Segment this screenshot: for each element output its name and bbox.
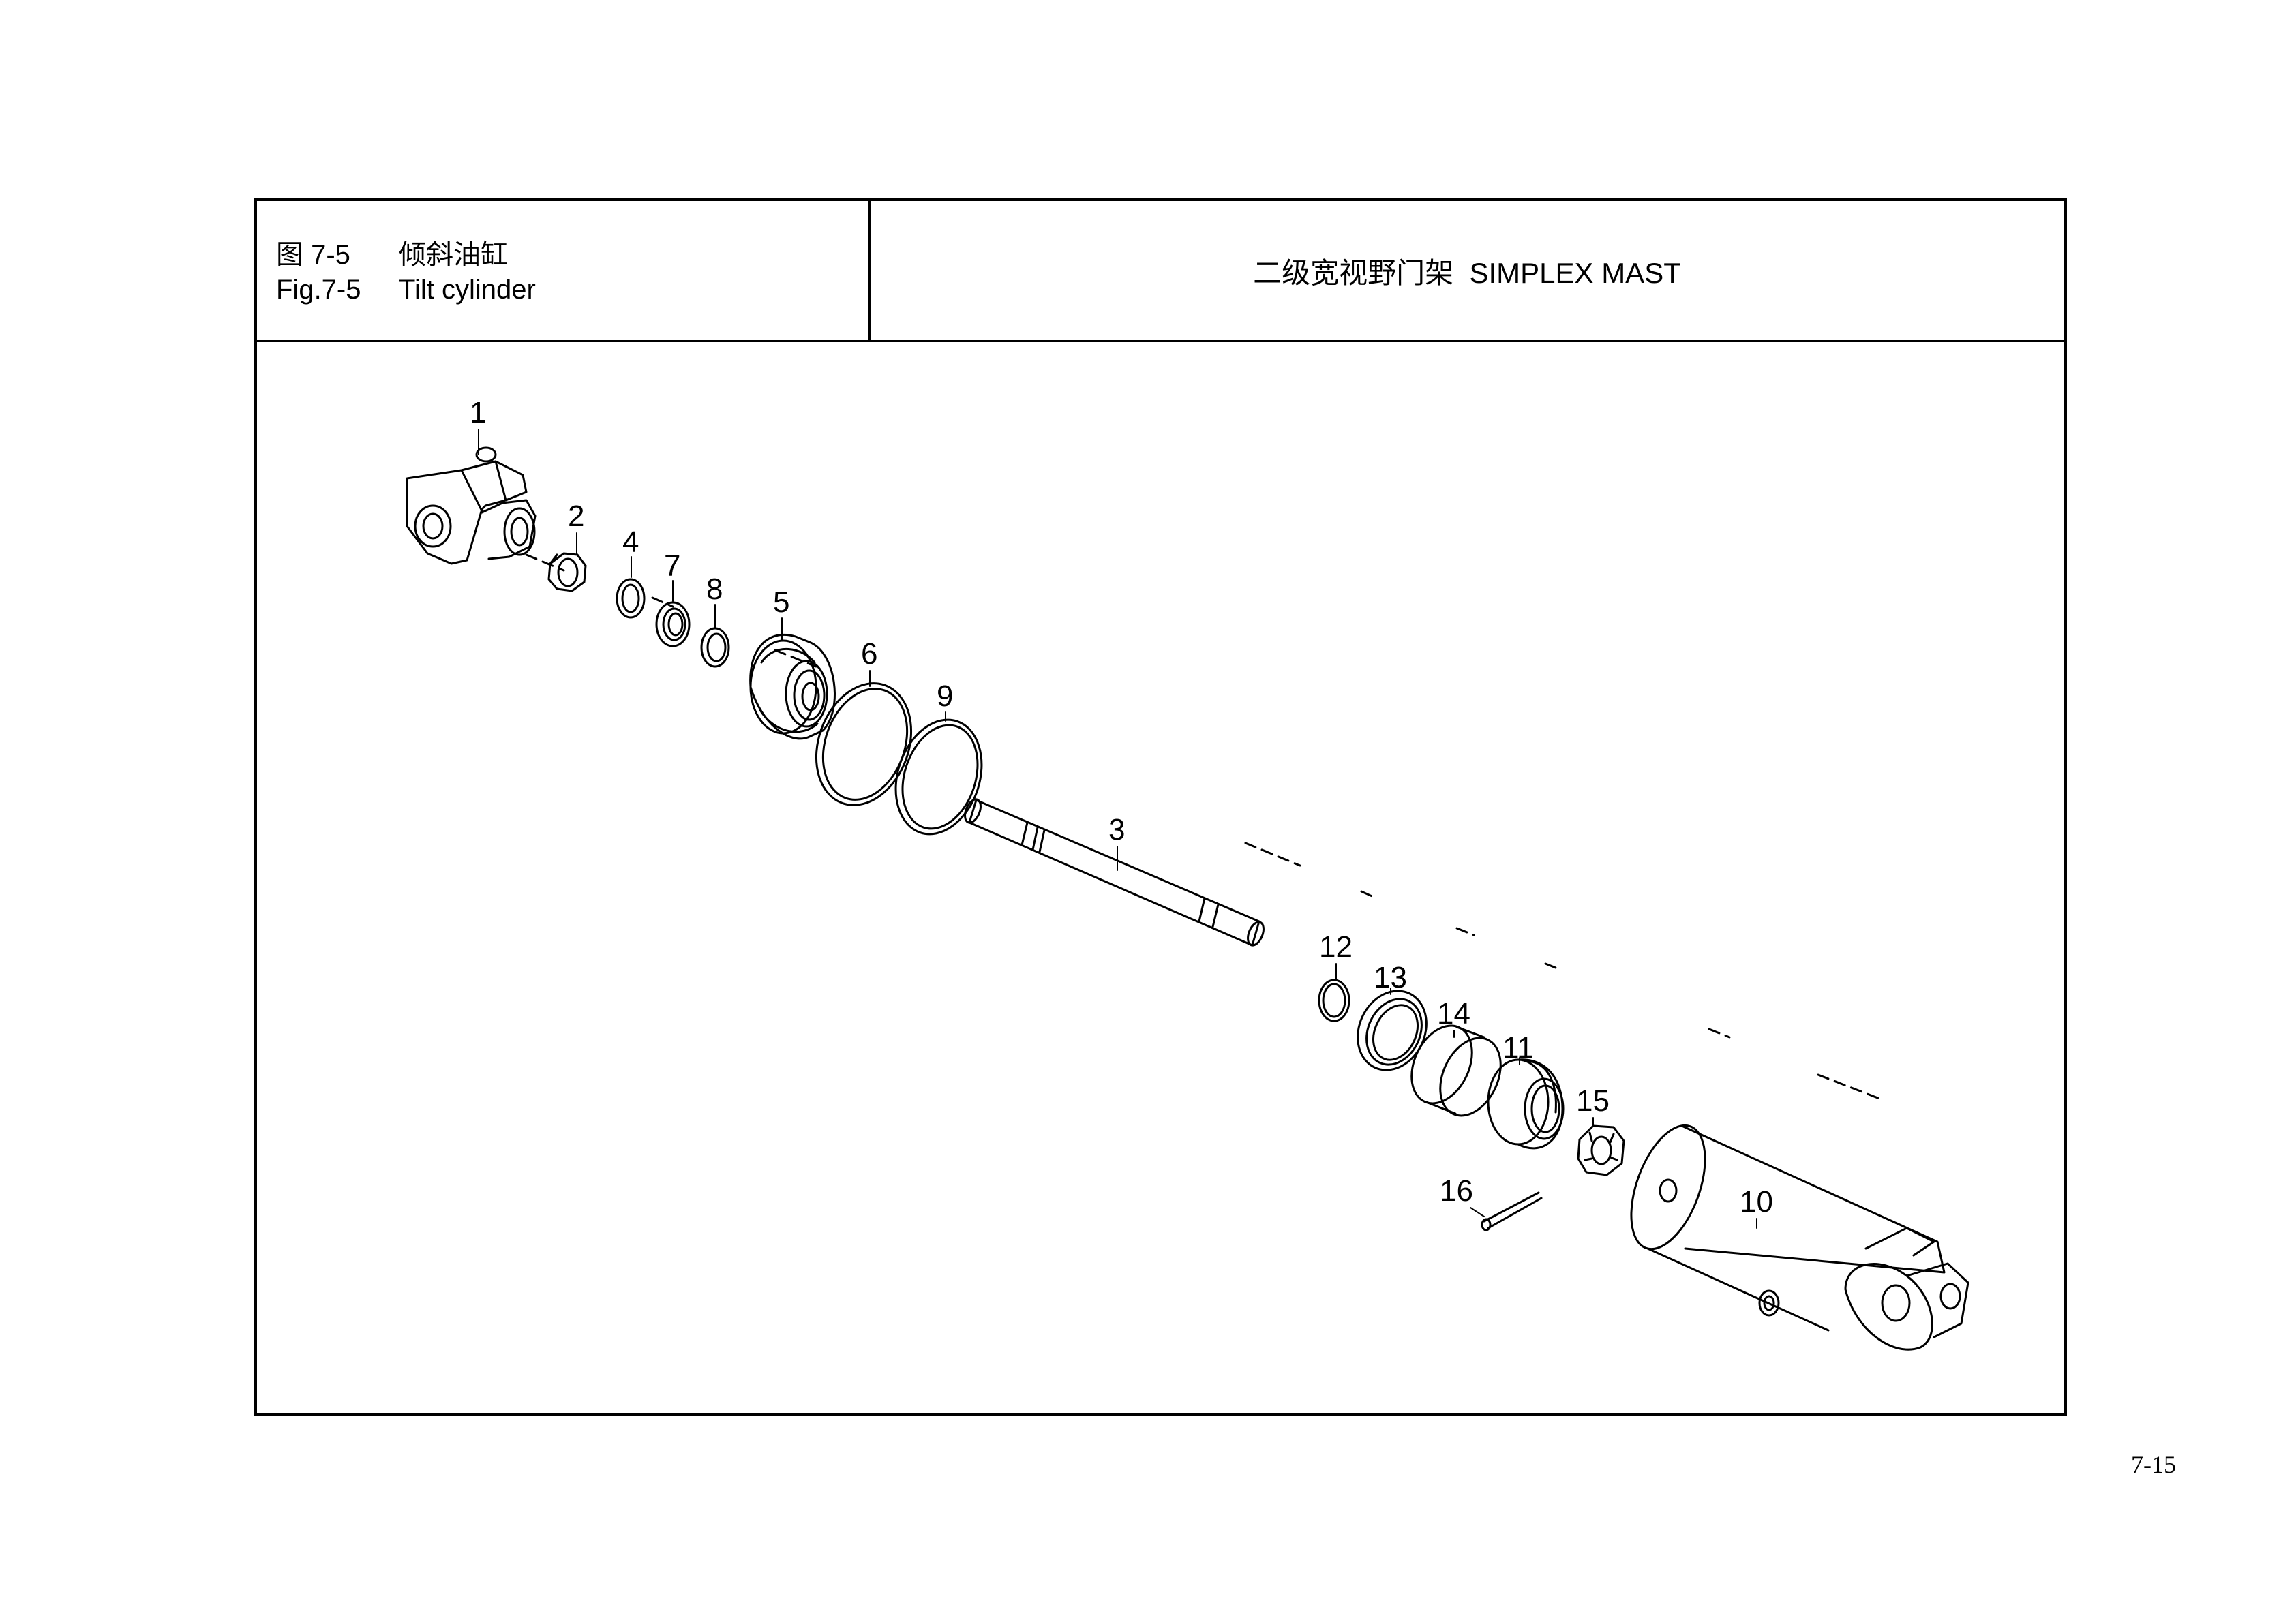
part-8-o-ring (700, 627, 730, 668)
part-label-5: 5 (773, 585, 789, 619)
part-label-14: 14 (1437, 997, 1470, 1030)
figure-caption-cell: 图 7-5 倾斜油缸 Fig.7-5 Tilt cylinder (257, 201, 871, 340)
figure-title-cn: 倾斜油缸 (399, 240, 508, 270)
part-9-backup-ring (894, 718, 983, 836)
figure-caption-cn: 图 7-5 倾斜油缸 (276, 232, 508, 272)
part-label-9: 9 (937, 679, 953, 713)
part-label-4: 4 (622, 525, 639, 559)
leader-lines (478, 429, 1757, 1229)
part-2-nut (547, 552, 587, 592)
part-label-8: 8 (706, 572, 723, 606)
part-label-12: 12 (1319, 930, 1353, 964)
part-13-seal-ring (1357, 990, 1428, 1071)
figure-caption-en: Fig.7-5 Tilt cylinder (276, 275, 536, 305)
part-label-3: 3 (1108, 813, 1125, 846)
part-label-16: 16 (1440, 1174, 1473, 1208)
center-axis (525, 553, 1881, 1100)
part-12-o-ring (1318, 979, 1350, 1022)
drawing-frame: 图 7-5 倾斜油缸 Fig.7-5 Tilt cylinder 二级宽视野门架 S… (254, 198, 2067, 1416)
figure-number-en: Fig.7-5 (276, 275, 361, 305)
part-16-cotter-pin (1481, 1191, 1543, 1231)
part-label-7: 7 (664, 549, 680, 583)
part-5-piston (749, 633, 836, 740)
mast-title: 二级宽视野门架 SIMPLEX MAST (1253, 256, 1681, 289)
header-divider (257, 340, 2064, 342)
part-1-rod-end (406, 446, 537, 565)
part-14-guide-sleeve (1410, 1024, 1502, 1117)
part-label-2: 2 (568, 500, 584, 533)
exploded-view-diagram: 1 2 4 7 8 5 6 9 3 12 13 14 11 15 16 10 (406, 396, 1969, 1351)
part-label-13: 13 (1374, 961, 1407, 994)
part-label-1: 1 (470, 396, 486, 429)
part-10-cylinder-barrel (1630, 1124, 1969, 1351)
part-11-gland (1487, 1058, 1565, 1150)
part-3-piston-rod (964, 798, 1265, 947)
part-label-6: 6 (861, 637, 877, 671)
figure-title-en: Tilt cylinder (399, 275, 536, 305)
part-15-castle-nut (1577, 1124, 1625, 1176)
part-label-11: 11 (1502, 1031, 1534, 1065)
part-4-washer (616, 578, 646, 619)
mast-title-cell: 二级宽视野门架 SIMPLEX MAST (871, 201, 2064, 340)
page-number: 7-15 (2131, 1451, 2176, 1478)
part-7-seal (655, 601, 691, 647)
figure-number-cn: 图 7-5 (276, 240, 350, 270)
part-label-15: 15 (1576, 1084, 1610, 1118)
part-label-10: 10 (1740, 1185, 1773, 1219)
